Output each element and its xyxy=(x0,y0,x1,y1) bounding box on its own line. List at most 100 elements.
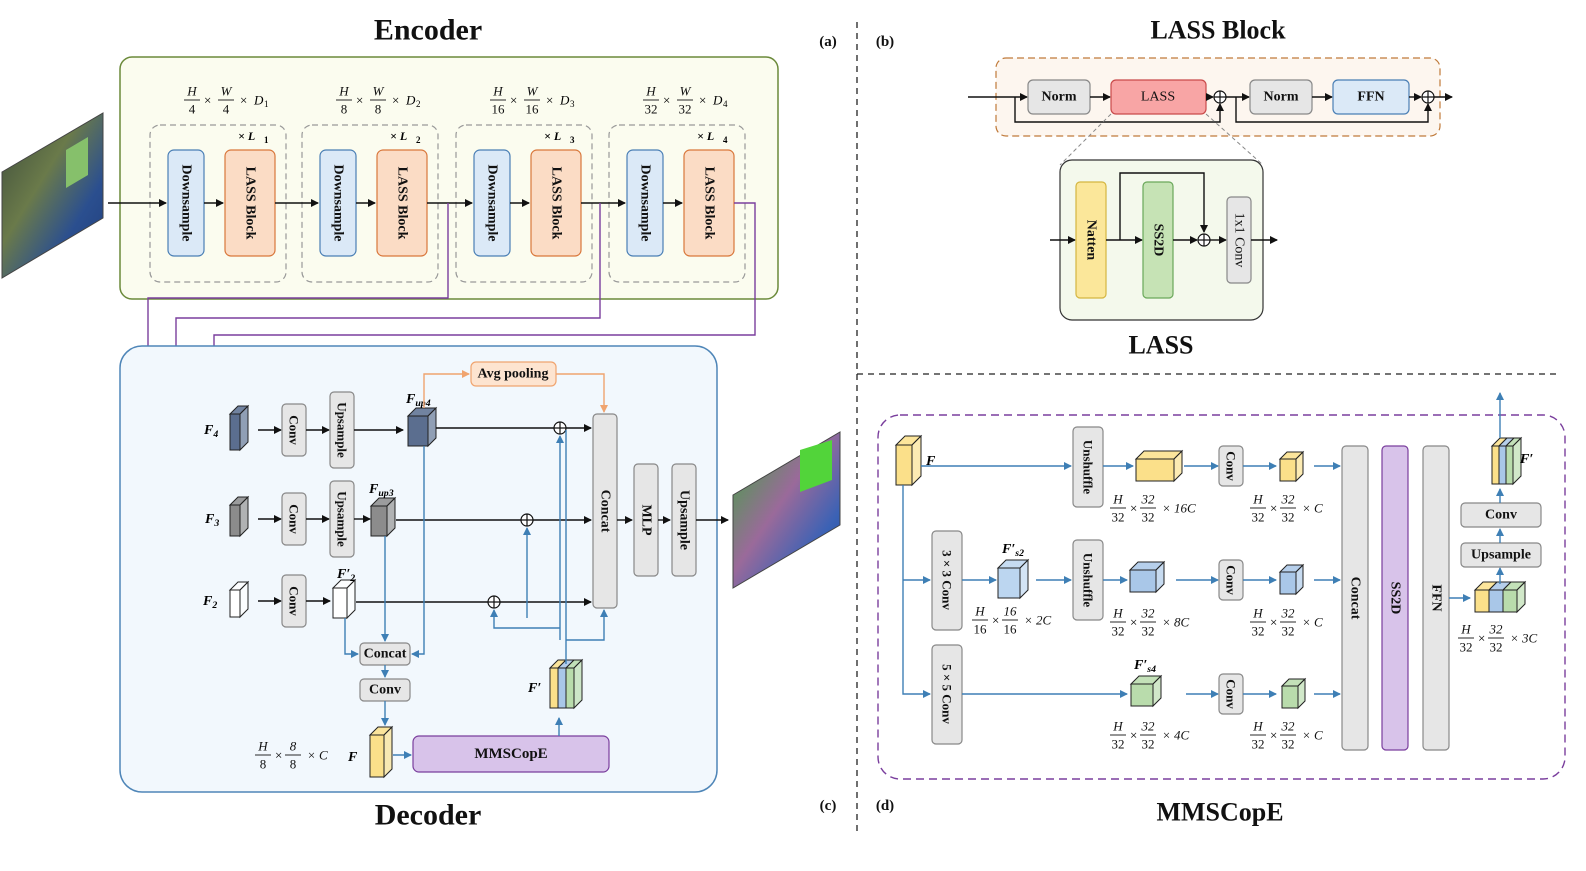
cube-side xyxy=(1173,449,1183,483)
symbol-main: F xyxy=(202,594,213,609)
cube-side xyxy=(346,578,356,620)
fraction-numerator: W xyxy=(221,84,233,99)
symbol-text: Fup3 xyxy=(368,482,394,499)
mmscope-cube-c-1 xyxy=(1278,450,1305,483)
lass-block-label: LASS Block xyxy=(395,167,410,240)
mmscope-block xyxy=(412,735,610,773)
mmscope-f-cube xyxy=(894,434,923,487)
times-sign: × xyxy=(240,93,247,108)
symbol-subscript: up3 xyxy=(378,488,393,499)
mmscope-cube-c-3 xyxy=(1280,677,1307,710)
cube-front xyxy=(997,567,1021,599)
fraction-denominator: 4 xyxy=(189,102,196,117)
fraction-numerator: H xyxy=(1252,719,1263,734)
symbol-main: F xyxy=(925,454,936,469)
cube-front xyxy=(1281,685,1299,709)
times-sign: × xyxy=(1270,501,1277,516)
mmscope-cube-16c xyxy=(1134,449,1184,483)
fraction-numerator: W xyxy=(680,84,692,99)
unshuffle-1-label: Unshuffle xyxy=(1081,440,1096,494)
layer-count-subscript: 1 xyxy=(264,135,269,145)
size-c-2: ×× C xyxy=(1270,615,1323,630)
f2prime-to-concat xyxy=(344,618,359,658)
depth-symbol: D xyxy=(253,93,264,108)
mmscope-upsample-block xyxy=(1460,542,1542,568)
mmscope-fprime-cube xyxy=(1490,436,1523,486)
layer-count: × L xyxy=(544,129,561,143)
symbol-text: F xyxy=(347,750,358,765)
fraction-denominator: 32 xyxy=(1252,510,1265,525)
times-sign: × xyxy=(1130,501,1137,516)
fprime-to-add-row3 xyxy=(490,609,560,629)
times-sign: × xyxy=(510,93,517,108)
fraction-numerator: 32 xyxy=(1489,622,1504,637)
add-cross xyxy=(1198,234,1210,246)
zoom-line-left xyxy=(1059,113,1112,166)
fraction: H32 xyxy=(1250,606,1266,639)
cube-side xyxy=(1516,580,1526,614)
channel-term: × C xyxy=(1302,501,1323,516)
symbol-main: F xyxy=(347,750,358,765)
natten-label: Natten xyxy=(1084,220,1099,261)
lass-norm-2-label: Norm xyxy=(1264,90,1299,105)
channel-term: × 3C xyxy=(1510,631,1538,646)
symbol-text: F xyxy=(925,454,936,469)
fraction-numerator: H xyxy=(257,739,268,754)
decoder-small-concat-label: Concat xyxy=(364,647,407,662)
depth-symbol: D xyxy=(559,93,570,108)
output-image-region xyxy=(800,440,832,492)
times-sign: × xyxy=(992,613,999,628)
fraction: W32 xyxy=(677,84,693,117)
times-sign: × xyxy=(204,93,211,108)
cube-front xyxy=(1498,445,1507,485)
times-sign: × xyxy=(275,748,282,763)
mlp-label: MLP xyxy=(639,504,654,536)
symbol-main: F xyxy=(204,512,215,527)
fraction: W4 xyxy=(218,84,234,117)
cube-side xyxy=(427,406,437,448)
fraction-numerator: 32 xyxy=(1281,606,1296,621)
mmscope-ss2d-label: SS2D xyxy=(1388,582,1403,615)
fraction-denominator: 32 xyxy=(1282,510,1295,525)
lass-block-title: LASS Block xyxy=(1150,16,1286,45)
mmscope-concat-block xyxy=(1341,445,1369,751)
conv1x1-label: 1x1 Conv xyxy=(1232,213,1247,268)
channel-term: × C xyxy=(307,748,328,763)
fraction-numerator: H xyxy=(338,84,349,99)
fs4-label: F′s4 xyxy=(1133,658,1156,675)
downsample-label: Downsample xyxy=(179,164,194,241)
mmscope-cube-8c xyxy=(1128,560,1166,594)
fraction-denominator: 32 xyxy=(1282,737,1295,752)
cube-front xyxy=(332,587,348,619)
layer-count-subscript: 3 xyxy=(570,135,575,145)
symbol-text: F′ xyxy=(527,681,541,696)
fprime-to-concat xyxy=(566,609,608,641)
decoder-f-label: F xyxy=(347,750,358,765)
downsample-label: Downsample xyxy=(331,164,346,241)
cube-front xyxy=(1135,458,1175,482)
symbol-text: F2 xyxy=(202,594,217,611)
mmscope-out-conv-label: Conv xyxy=(1485,508,1517,523)
cube-front xyxy=(1279,458,1297,482)
fraction-numerator: W xyxy=(527,84,539,99)
symbol-main: F xyxy=(405,392,416,407)
fraction-numerator: H xyxy=(1112,606,1123,621)
cube-front xyxy=(1474,589,1490,613)
fraction-denominator: 4 xyxy=(223,102,230,117)
symbol-main: F′ xyxy=(336,567,350,582)
decoder-conv-label: Conv xyxy=(287,415,302,445)
fraction-numerator: H xyxy=(1112,492,1123,507)
times-sign: × xyxy=(663,93,670,108)
decoder-fprime-label: F′ xyxy=(527,681,541,696)
cube-front xyxy=(895,444,913,486)
input-image-window xyxy=(66,137,88,188)
fraction: W16 xyxy=(524,84,540,117)
symbol-main: F xyxy=(368,482,379,497)
fraction: H32 xyxy=(1458,622,1474,655)
fraction-denominator: 32 xyxy=(645,102,658,117)
mmscope-ffn-label: FFN xyxy=(1429,584,1444,611)
layer-count-subscript: 4 xyxy=(723,135,728,145)
